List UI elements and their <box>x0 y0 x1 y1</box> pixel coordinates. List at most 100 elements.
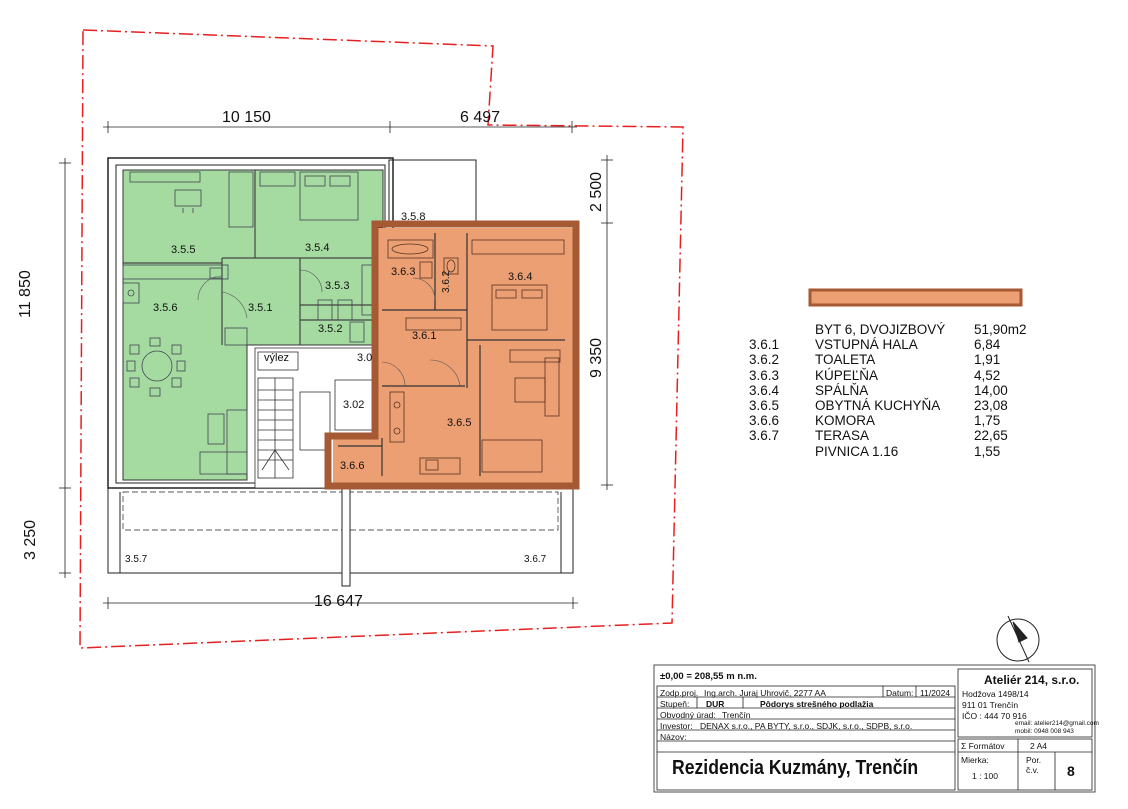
datum-value: 11/2024 <box>920 688 951 698</box>
scale-label: Mierka: <box>961 755 989 765</box>
exit-label: výlez <box>264 352 290 364</box>
door-swings <box>197 269 461 387</box>
room-label-354: 3.5.4 <box>305 242 330 254</box>
legend-name: VSTUPNÁ HALA <box>815 337 918 353</box>
title-block <box>653 664 1096 793</box>
room-label-361: 3.6.1 <box>412 330 437 342</box>
stupen-value: DUR <box>706 699 725 709</box>
format-label: Σ Formátov <box>961 741 1005 751</box>
legend-area: 22,65 <box>974 428 1008 444</box>
format-value: 2 A4 <box>1030 741 1048 751</box>
room-label-365: 3.6.5 <box>447 417 472 429</box>
north-arrow-icon <box>996 615 1040 663</box>
dim-bottom: 16 647 <box>314 593 363 610</box>
room-label-367: 3.6.7 <box>524 554 547 565</box>
legend-code: 3.6.7 <box>749 428 780 444</box>
zodp-value: Ing.arch. Juraj Uhrovič, 2277 AA <box>704 688 826 698</box>
room-label-302: 3.02 <box>343 399 365 411</box>
apartment-6-furniture <box>387 239 565 475</box>
room-label-362: 3.6.2 <box>441 270 452 293</box>
sheet-number: 8 <box>1067 763 1075 779</box>
legend-row: 3.6.6 KOMORA 1,75 <box>749 413 1039 428</box>
balcony-358 <box>388 159 477 224</box>
studio-mobil: mobil: 0948 008 943 <box>1015 728 1074 735</box>
apartment-6-area <box>333 228 573 484</box>
por-label: Por. <box>1026 755 1042 765</box>
legend-area: 4,52 <box>974 367 1001 383</box>
room-label-366: 3.6.6 <box>340 460 365 472</box>
room-label-356: 3.5.6 <box>153 302 178 314</box>
dim-right-top: 2 500 <box>588 171 605 212</box>
legend-swatch <box>808 288 1023 307</box>
stupen-label: Stupeň: <box>660 699 690 709</box>
dim-left-bottom: 3 250 <box>22 519 39 560</box>
studio-email: email: atelier214@gmail.com <box>1015 720 1099 727</box>
legend: BYT 6, DVOJIZBOVÝ 51,90m2 3.6.1 VSTUPNÁ … <box>749 322 1039 459</box>
legend-row: PIVNICA 1.16 1,55 <box>749 444 1039 459</box>
studio-name: Ateliér 214, s.r.o. <box>984 673 1080 687</box>
urad-value: Trenčín <box>722 710 751 720</box>
legend-name: KÚPEĽŇA <box>815 367 879 383</box>
nazov-label: Názov: <box>660 732 687 742</box>
studio-ico: IČO : 444 70 916 <box>962 711 1027 721</box>
room-label-353: 3.5.3 <box>325 280 350 292</box>
legend-name: KOMORA <box>815 413 876 429</box>
legend-code: 3.6.1 <box>749 337 780 353</box>
legend-area: 1,75 <box>974 413 1001 429</box>
project-name: Rezidencia Kuzmány, Trenčín <box>672 757 919 779</box>
legend-area: 14,00 <box>974 382 1008 398</box>
dim-top-left: 10 150 <box>222 109 271 126</box>
legend-name: TERASA <box>815 428 870 444</box>
legend-title-area: 51,90m2 <box>974 322 1027 337</box>
room-label-355: 3.5.5 <box>171 244 196 256</box>
legend-row: 3.6.7 TERASA 22,65 <box>749 428 1039 443</box>
legend-row: 3.6.2 TOALETA 1,91 <box>749 352 1039 367</box>
dim-right-main: 9 350 <box>588 337 605 378</box>
room-label-364: 3.6.4 <box>508 271 533 283</box>
legend-row: 3.6.4 SPÁLŇA 14,00 <box>749 383 1039 398</box>
legend-code: 3.6.4 <box>749 382 780 398</box>
legend-title-row: BYT 6, DVOJIZBOVÝ 51,90m2 <box>749 322 1039 337</box>
dim-top-right: 6 497 <box>460 109 501 126</box>
terrace-area <box>107 487 574 587</box>
legend-row: 3.6.1 VSTUPNÁ HALA 6,84 <box>749 337 1039 352</box>
apartment-5-furniture <box>122 171 375 475</box>
legend-name: OBYTNÁ KUCHYŇA <box>815 397 941 413</box>
studio-address-1: Hodžova 1498/14 <box>962 689 1029 699</box>
legend-code: 3.6.2 <box>749 352 780 368</box>
legend-name: PIVNICA 1.16 <box>815 443 899 459</box>
legend-code: 3.6.3 <box>749 367 780 383</box>
legend-area: 1,91 <box>974 352 1001 368</box>
investor-value: DENAX s.r.o., PA BYTY, s.r.o., SDJK, s.r… <box>700 721 913 731</box>
room-label-357: 3.5.7 <box>125 554 148 565</box>
legend-name: TOALETA <box>815 352 876 368</box>
room-label-363: 3.6.3 <box>391 266 416 278</box>
legend-area: 6,84 <box>974 337 1001 353</box>
scale-value: 1 : 100 <box>972 771 998 781</box>
legend-row: 3.6.3 KÚPEĽŇA 4,52 <box>749 368 1039 383</box>
legend-area: 1,55 <box>974 443 1001 459</box>
elevation-note: ±0,00 = 208,55 m n.m. <box>660 671 757 682</box>
legend-area: 23,08 <box>974 397 1008 413</box>
legend-title: BYT 6, DVOJIZBOVÝ <box>815 322 946 337</box>
urad-label: Obvodný úrad: <box>660 710 716 720</box>
room-label-351: 3.5.1 <box>248 302 273 314</box>
legend-name: SPÁLŇA <box>815 382 869 398</box>
datum-label: Datum: <box>886 688 914 698</box>
room-label-352: 3.5.2 <box>318 323 343 335</box>
dim-left-total: 11 850 <box>17 270 34 318</box>
zodp-label: Zodp.proj. <box>660 688 699 698</box>
cv-label: č.v. <box>1026 765 1039 775</box>
legend-code: 3.6.5 <box>749 397 780 413</box>
room-label-30: 3.0 <box>357 352 373 364</box>
investor-label: Investor: <box>660 721 693 731</box>
dimension-lines <box>59 121 613 609</box>
property-boundary <box>79 29 684 649</box>
legend-code: 3.6.6 <box>749 413 780 429</box>
apartment-6-outline <box>324 220 580 490</box>
studio-address-2: 911 01 Trenčín <box>962 700 1019 710</box>
drawing-title: Pôdorys strešného podlažia <box>760 699 874 709</box>
room-label-358: 3.5.8 <box>401 211 426 223</box>
legend-row: 3.6.5 OBYTNÁ KUCHYŇA 23,08 <box>749 398 1039 413</box>
